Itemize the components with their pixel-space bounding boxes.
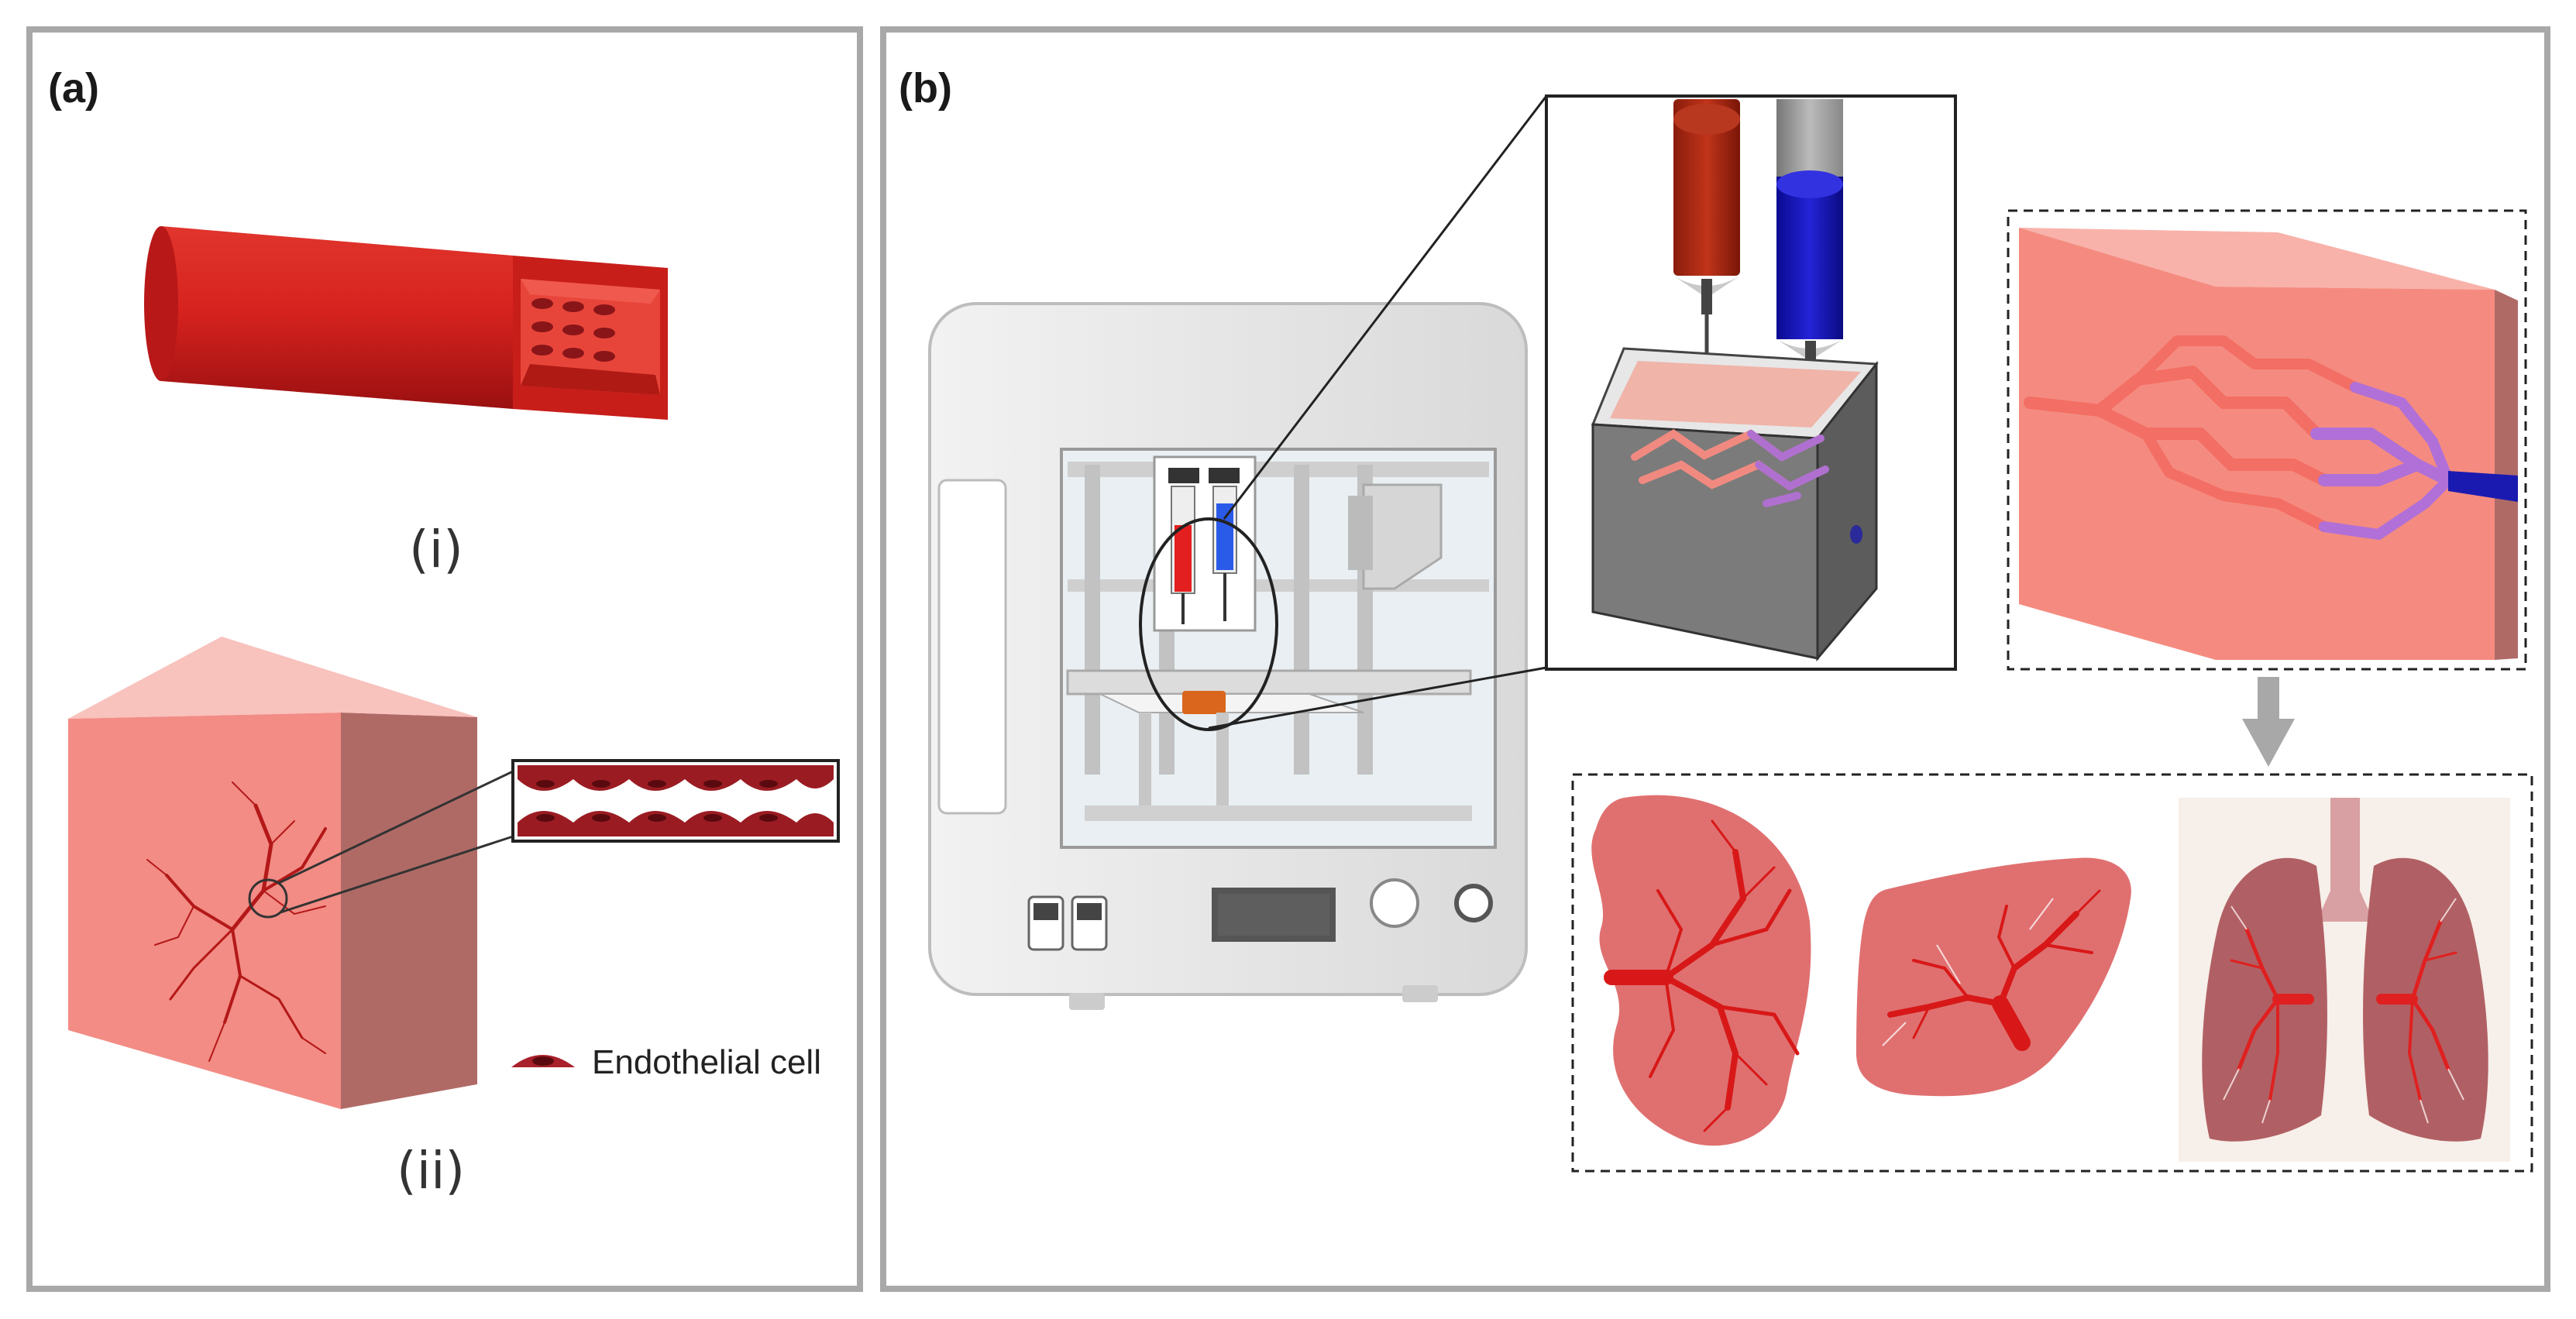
lungs-illustration: [2179, 798, 2510, 1162]
down-arrow-icon: [2242, 677, 2295, 767]
bioprinter-illustration: [928, 302, 1528, 1010]
vessel-tube-illustration: [144, 226, 668, 420]
legend-label: Endothelial cell: [592, 1043, 821, 1081]
endothelial-cell-legend: Endothelial cell: [511, 1043, 821, 1081]
panel-a-border: [26, 26, 863, 1292]
panel-b-label: (b): [899, 65, 952, 112]
panel-a: (a) (i): [26, 26, 863, 1292]
panel-b: (b): [880, 26, 2550, 1292]
endothelium-zoom-strip: [511, 759, 840, 843]
organs-box: [1571, 773, 2533, 1173]
panel-b-border: [880, 26, 2550, 1292]
liver-illustration: [1856, 857, 2131, 1097]
printing-inset: [1545, 94, 1957, 671]
zoom-line-bottom: [1208, 666, 1547, 730]
subfigure-i-label: (i): [409, 520, 463, 579]
vascularized-construct: [2007, 209, 2527, 671]
panel-a-label: (a): [48, 65, 99, 112]
tissue-cube-illustration: [68, 637, 514, 1109]
subfigure-ii-label: (ii): [397, 1141, 465, 1200]
zoom-line-top: [1223, 95, 1548, 520]
endothelial-cells-in-tube: [531, 298, 615, 362]
kidney-illustration: [1591, 795, 1811, 1146]
